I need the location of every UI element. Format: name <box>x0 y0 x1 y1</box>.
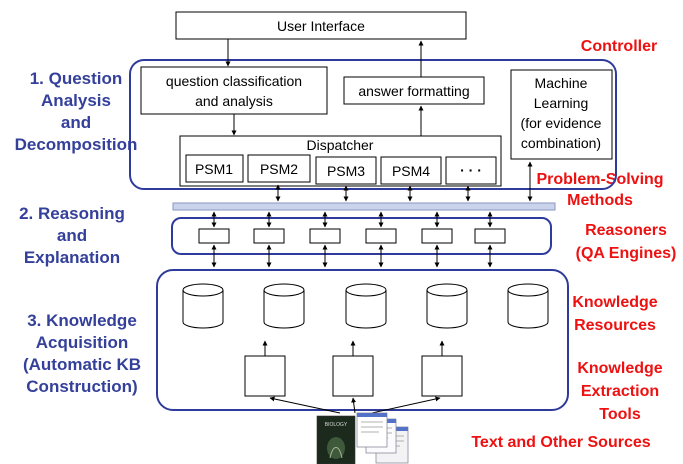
controller-arrows <box>225 39 424 136</box>
svg-text:(Automatic KB: (Automatic KB <box>23 355 141 374</box>
svg-text:Resources: Resources <box>574 317 656 334</box>
text-sources-image: BIOLOGY <box>316 412 409 464</box>
extraction-tool-box-2 <box>332 355 374 397</box>
section-label-knowledge-acquisition: 3. Knowledge Acquisition (Automatic KB C… <box>23 311 141 396</box>
section-label-reasoning: 2. Reasoning and Explanation <box>19 204 125 267</box>
reasoner-box-1 <box>198 228 230 244</box>
svg-text:Problem-Solving: Problem-Solving <box>536 171 663 188</box>
integration-bus <box>172 202 556 211</box>
machine-learning-line-3: (for evidence <box>521 115 602 131</box>
svg-text:Analysis: Analysis <box>41 91 111 110</box>
svg-text:Construction): Construction) <box>26 377 137 396</box>
psm-label-more: · · · <box>460 162 482 178</box>
extraction-tool-box-1 <box>244 355 286 397</box>
svg-text:1. Question: 1. Question <box>30 69 123 88</box>
svg-text:and: and <box>57 226 87 245</box>
reasoner-box-2 <box>253 228 285 244</box>
document-page <box>356 412 388 448</box>
reasoners-region <box>171 217 552 255</box>
svg-text:Reasoners: Reasoners <box>585 222 667 239</box>
svg-text:(QA Engines): (QA Engines) <box>576 245 677 262</box>
svg-text:Acquisition: Acquisition <box>36 333 129 352</box>
biology-book-cover: BIOLOGY <box>316 415 356 464</box>
database-icon <box>426 283 468 329</box>
machine-learning-line-4: combination) <box>521 135 601 151</box>
svg-text:Explanation: Explanation <box>24 248 120 267</box>
reasoner-box-3 <box>309 228 341 244</box>
question-classification-box <box>140 66 328 115</box>
knowledge-region <box>156 269 569 411</box>
psm-box-4 <box>380 156 442 185</box>
database-icon <box>182 283 224 329</box>
psm-box-more <box>445 156 497 185</box>
side-label-resources: Knowledge Resources <box>572 294 657 334</box>
dispatcher-label: Dispatcher <box>307 137 374 153</box>
question-classification-line-1: question classification <box>166 73 302 89</box>
psm-box-2 <box>247 154 311 183</box>
psm-box-1 <box>185 154 244 183</box>
answer-formatting-box <box>343 76 485 105</box>
user-interface-box <box>175 11 467 40</box>
section-label-question-analysis: 1. Question Analysis and Decomposition <box>15 69 138 154</box>
svg-text:and: and <box>61 113 91 132</box>
svg-text:2. Reasoning: 2. Reasoning <box>19 204 125 223</box>
svg-text:Extraction: Extraction <box>581 383 659 400</box>
svg-text:Knowledge: Knowledge <box>577 360 662 377</box>
answer-formatting-label: answer formatting <box>358 83 469 99</box>
svg-text:Methods: Methods <box>567 192 633 209</box>
svg-text:Decomposition: Decomposition <box>15 135 138 154</box>
psm-box-3 <box>315 156 377 185</box>
question-classification-line-2: and analysis <box>195 93 273 109</box>
controller-region <box>129 59 617 190</box>
reasoner-box-4 <box>365 228 397 244</box>
source-arrows <box>269 396 441 414</box>
machine-learning-line-2: Learning <box>534 95 589 111</box>
database-icon <box>263 283 305 329</box>
psm-label-1: PSM1 <box>195 161 233 177</box>
psm-label-3: PSM3 <box>327 163 365 179</box>
machine-learning-box <box>510 69 613 160</box>
database-icon <box>507 283 549 329</box>
reasoner-box-6 <box>474 228 506 244</box>
knowledge-resources <box>182 283 549 329</box>
extraction-tools <box>244 355 463 397</box>
svg-text:BIOLOGY: BIOLOGY <box>325 422 348 428</box>
extraction-tool-box-3 <box>421 355 463 397</box>
psm-label-4: PSM4 <box>392 163 430 179</box>
bus-psm-arrows <box>275 161 533 202</box>
reasoner-knowledge-arrows <box>211 244 493 268</box>
side-label-sources: Text and Other Sources <box>471 434 650 451</box>
reasoner-boxes <box>198 228 506 244</box>
side-label-psm: Problem-Solving Methods <box>536 171 663 209</box>
user-interface-label: User Interface <box>277 18 365 34</box>
svg-text:Tools: Tools <box>599 406 641 423</box>
machine-learning-line-1: Machine <box>535 75 588 91</box>
reasoner-box-5 <box>421 228 453 244</box>
side-label-controller: Controller <box>581 38 657 55</box>
psm-label-2: PSM2 <box>260 161 298 177</box>
database-icon <box>345 283 387 329</box>
bus-reasoner-arrows <box>211 211 493 228</box>
svg-text:3. Knowledge: 3. Knowledge <box>27 311 137 330</box>
extraction-arrows <box>262 340 445 356</box>
side-label-reasoners: Reasoners (QA Engines) <box>576 222 677 262</box>
side-label-extraction: Knowledge Extraction Tools <box>577 360 662 423</box>
svg-text:Knowledge: Knowledge <box>572 294 657 311</box>
